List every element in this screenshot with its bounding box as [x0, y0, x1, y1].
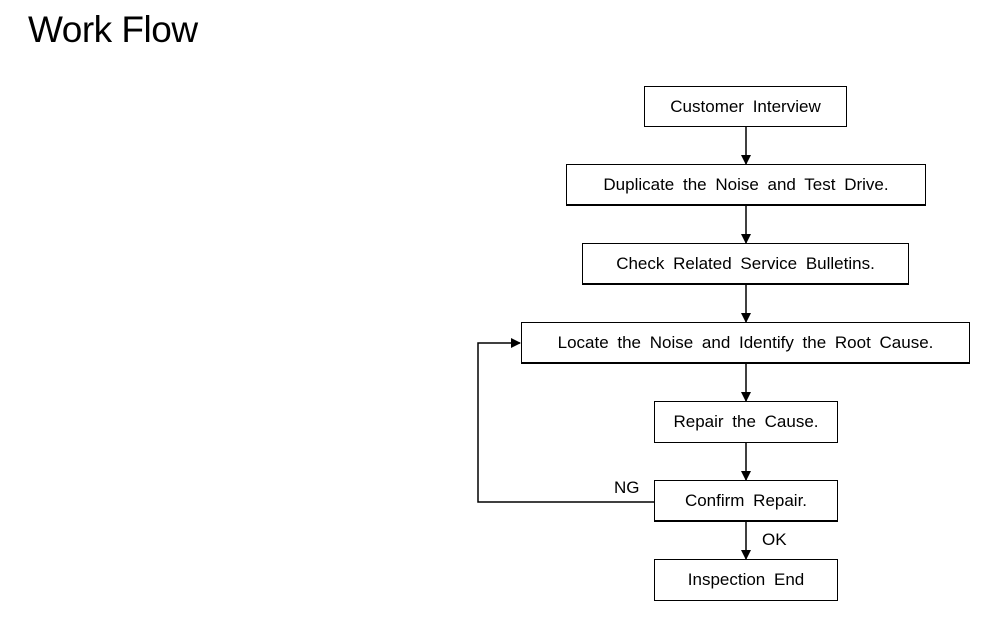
- step-locate-noise: Locate the Noise and Identify the Root C…: [521, 322, 970, 364]
- step-confirm-repair: Confirm Repair.: [654, 480, 838, 522]
- arrow-ng-loop: [477, 338, 655, 503]
- step-label: Customer Interview: [670, 96, 821, 116]
- step-label: Locate the Noise and Identify the Root C…: [557, 332, 934, 352]
- page-title: Work Flow: [28, 9, 198, 50]
- step-label: Duplicate the Noise and Test Drive.: [603, 174, 889, 194]
- ok-label: OK: [762, 530, 787, 549]
- step-inspection-end: Inspection End: [654, 559, 838, 601]
- step-label: Check Related Service Bulletins.: [616, 253, 875, 273]
- step-duplicate-noise: Duplicate the Noise and Test Drive.: [566, 164, 926, 206]
- step-label: Inspection End: [687, 570, 805, 589]
- step-check-bulletins: Check Related Service Bulletins.: [582, 243, 909, 285]
- ng-label: NG: [614, 478, 640, 497]
- step-label: Confirm Repair.: [684, 490, 808, 510]
- step-label: Repair the Cause.: [673, 412, 819, 431]
- step-repair-cause: Repair the Cause.: [654, 401, 838, 443]
- step-customer-interview: Customer Interview: [644, 86, 847, 127]
